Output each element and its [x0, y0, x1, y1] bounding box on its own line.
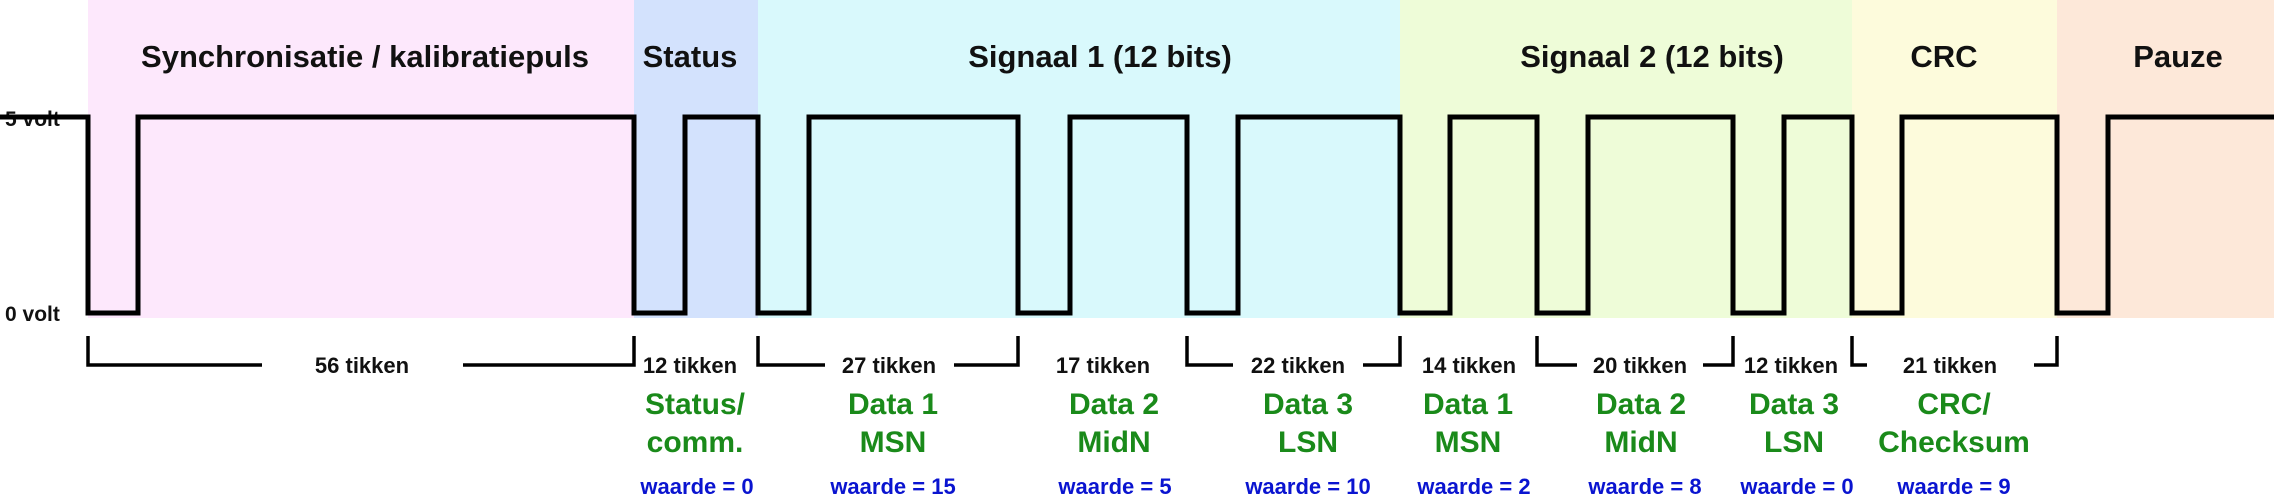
section-bg-signal2	[1400, 0, 1852, 318]
tick-brackets	[86, 336, 2059, 367]
section-titles: Synchronisatie / kalibratiepuls Status S…	[141, 39, 2223, 74]
bracket-crc	[1850, 336, 2059, 367]
field-label: Checksum	[1878, 426, 2030, 459]
section-bg-sync	[88, 0, 634, 318]
section-bg-crc	[1852, 0, 2057, 318]
section-title-status: Status	[643, 39, 738, 74]
field-value: waarde = 0	[1739, 474, 1853, 499]
field-label: LSN	[1278, 426, 1338, 459]
field-label: Data 2	[1596, 388, 1686, 421]
tick-label: 17 tikken	[1056, 353, 1150, 378]
section-bg-status	[634, 0, 758, 318]
tick-label: 21 tikken	[1903, 353, 1997, 378]
section-title-crc: CRC	[1910, 39, 1977, 74]
tick-label: 22 tikken	[1251, 353, 1345, 378]
tick-label: 56 tikken	[315, 353, 409, 378]
tick-label: 20 tikken	[1593, 353, 1687, 378]
bracket-signal2-midn	[1535, 336, 1735, 367]
voltage-label-low: 0 volt	[5, 303, 60, 326]
bracket-signal1-lsn	[1185, 336, 1402, 367]
field-label: MSN	[1435, 426, 1502, 459]
field-label: Data 1	[1423, 388, 1513, 421]
tick-labels: 56 tikken 12 tikken 27 tikken 17 tikken …	[315, 353, 1997, 378]
field-value: waarde = 5	[1057, 474, 1171, 499]
field-value: waarde = 8	[1587, 474, 1701, 499]
section-title-signal1: Signaal 1 (12 bits)	[968, 39, 1232, 74]
section-title-sync: Synchronisatie / kalibratiepuls	[141, 39, 589, 74]
field-label: CRC/	[1917, 388, 1991, 421]
bracket-sync	[86, 336, 636, 367]
field-label: MidN	[1077, 426, 1150, 459]
section-title-signal2: Signaal 2 (12 bits)	[1520, 39, 1784, 74]
field-values: waarde = 0 waarde = 15 waarde = 5 waarde…	[639, 474, 2010, 499]
section-bg-signal1	[758, 0, 1400, 318]
field-label: LSN	[1764, 426, 1824, 459]
field-label: Data 2	[1069, 388, 1159, 421]
field-value: waarde = 15	[829, 474, 955, 499]
section-title-pause: Pauze	[2133, 39, 2223, 74]
signal-waveform	[0, 114, 2274, 316]
field-label: comm.	[647, 426, 744, 459]
tick-label: 14 tikken	[1422, 353, 1516, 378]
section-bg-pause	[2057, 0, 2274, 318]
field-value: waarde = 0	[639, 474, 753, 499]
field-value: waarde = 2	[1416, 474, 1530, 499]
field-label: Data 1	[848, 388, 938, 421]
field-label: Data 3	[1749, 388, 1839, 421]
field-descriptions: Status/ comm. Data 1 MSN Data 2 MidN Dat…	[645, 388, 2030, 459]
field-label: Status/	[645, 388, 746, 421]
tick-label: 12 tikken	[1744, 353, 1838, 378]
tick-label: 27 tikken	[842, 353, 936, 378]
bracket-status	[756, 336, 1020, 367]
field-value: waarde = 9	[1896, 474, 2010, 499]
section-backgrounds	[88, 0, 2274, 318]
field-label: MSN	[860, 426, 927, 459]
field-label: MidN	[1604, 426, 1677, 459]
field-label: Data 3	[1263, 388, 1353, 421]
field-value: waarde = 10	[1244, 474, 1370, 499]
tick-label: 12 tikken	[643, 353, 737, 378]
